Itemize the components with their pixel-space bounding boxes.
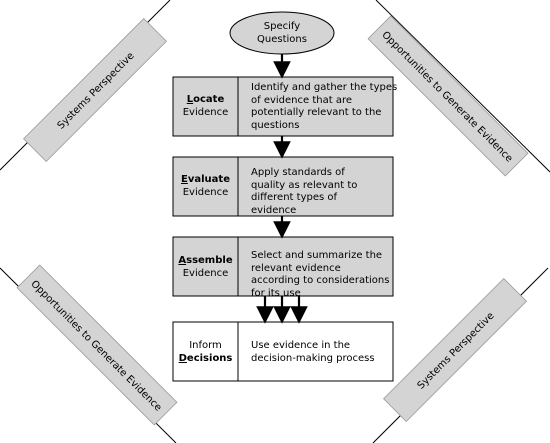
step-initial-locate: L [186,94,194,105]
step-second-locate: Evidence [182,106,229,118]
start-label: Specify Questions [232,21,332,46]
step-desc-locate: Identify and gather the types of evidenc… [251,82,398,131]
step-name-assemble: Assemble Evidence [175,255,236,280]
banner-top-left-text: Systems Perspective [56,51,137,132]
corner-line-top-right [375,0,550,173]
banner-top-left: Systems Perspective [23,18,167,162]
step-desc-evaluate: Apply standards of quality as relevant t… [251,167,358,216]
step-name-locate: Locate Evidence [175,94,236,119]
step-initial-evaluate: E [181,174,188,185]
step-desc-assemble: Select and summarize the relevant eviden… [251,250,390,299]
step-first-inform: Inform [189,340,222,351]
step-word-assemble: ssemble [186,255,233,266]
step-name-evaluate: Evaluate Evidence [175,174,236,199]
start-label-line1: Specify [263,21,301,32]
step-initial-assemble: A [178,255,187,266]
step-box-inform [172,321,394,382]
step-word-locate: ocate [193,94,225,105]
step-desc-inform: Use evidence in the decision-making proc… [251,340,375,364]
step-name-inform: Inform Decisions [175,340,236,365]
step-second-evaluate: Evidence [182,186,229,198]
step-initial-inform: D [178,352,187,364]
step-word-evaluate: valuate [187,174,230,185]
start-label-line2: Questions [257,33,307,45]
flow-arrows [256,54,308,324]
step-second-assemble: Evidence [182,267,229,279]
step-word-inform: ecisions [186,352,233,364]
banner-bottom-right: Systems Perspective [383,278,527,422]
banner-bottom-right-text: Systems Perspective [416,311,497,392]
step-box-evaluate [172,156,394,217]
step-box-assemble [172,236,394,297]
step-box-locate [172,76,394,137]
banner-bottom-left: Opportunities to Generate Evidence [16,264,178,426]
banner-bottom-left-text: Opportunities to Generate Evidence [28,279,163,414]
